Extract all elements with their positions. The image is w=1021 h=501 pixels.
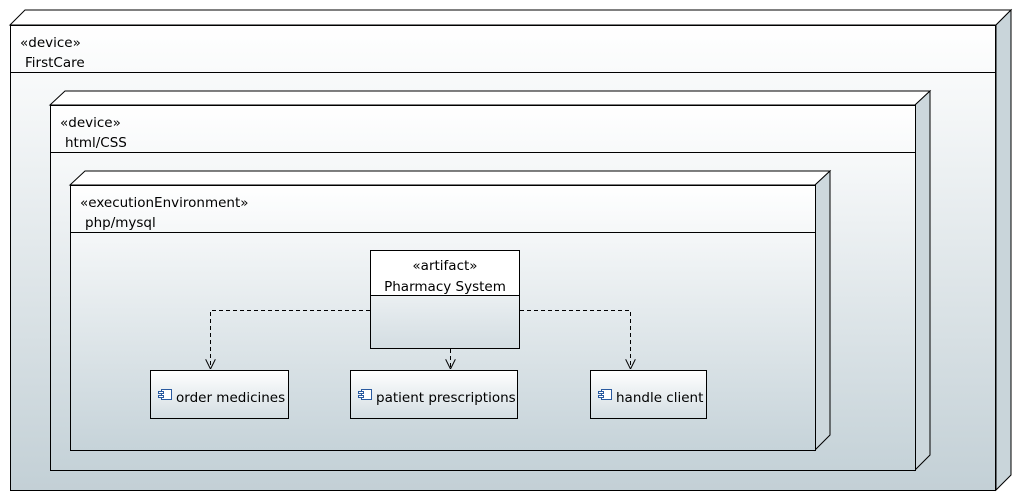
dependency-handle-client[interactable] xyxy=(520,310,631,370)
dependency-line xyxy=(211,310,370,369)
node-phpmysql-side-face xyxy=(814,169,831,452)
artifact-stereotype: «artifact» xyxy=(412,258,477,274)
node-htmlcss-stereotype: «device» xyxy=(60,115,121,131)
dependency-line xyxy=(520,310,631,369)
node-htmlcss-top-face xyxy=(48,90,932,106)
node-firstcare-name: FirstCare xyxy=(25,55,85,71)
node-firstcare-top-face xyxy=(8,9,1013,26)
artifact-name: Pharmacy System xyxy=(384,279,506,295)
node-phpmysql-name: php/mysql xyxy=(85,215,156,231)
component-icon xyxy=(358,389,372,400)
component-box xyxy=(350,370,518,419)
artifact-pharmacy-system[interactable]: «artifact» Pharmacy System xyxy=(370,250,520,349)
artifact-header-fill xyxy=(371,251,519,295)
component-patient-prescriptions[interactable]: patient prescriptions xyxy=(350,370,518,419)
node-firstcare-stereotype: «device» xyxy=(20,35,81,51)
component-icon xyxy=(598,389,612,400)
component-handle-client[interactable]: handle client xyxy=(590,370,707,419)
node-firstcare-side-face xyxy=(995,8,1012,492)
component-label: patient prescriptions xyxy=(376,390,516,406)
component-icon xyxy=(158,389,172,400)
node-phpmysql-top-face xyxy=(68,170,832,186)
component-box xyxy=(150,370,289,419)
component-order-medicines[interactable]: order medicines xyxy=(150,370,289,419)
node-htmlcss-side-face xyxy=(914,89,931,472)
node-htmlcss-name: html/CSS xyxy=(65,135,127,151)
dependency-order-medicines[interactable] xyxy=(211,310,371,370)
component-label: order medicines xyxy=(176,390,285,406)
node-phpmysql-stereotype: «executionEnvironment» xyxy=(80,195,249,211)
component-label: handle client xyxy=(616,390,703,406)
